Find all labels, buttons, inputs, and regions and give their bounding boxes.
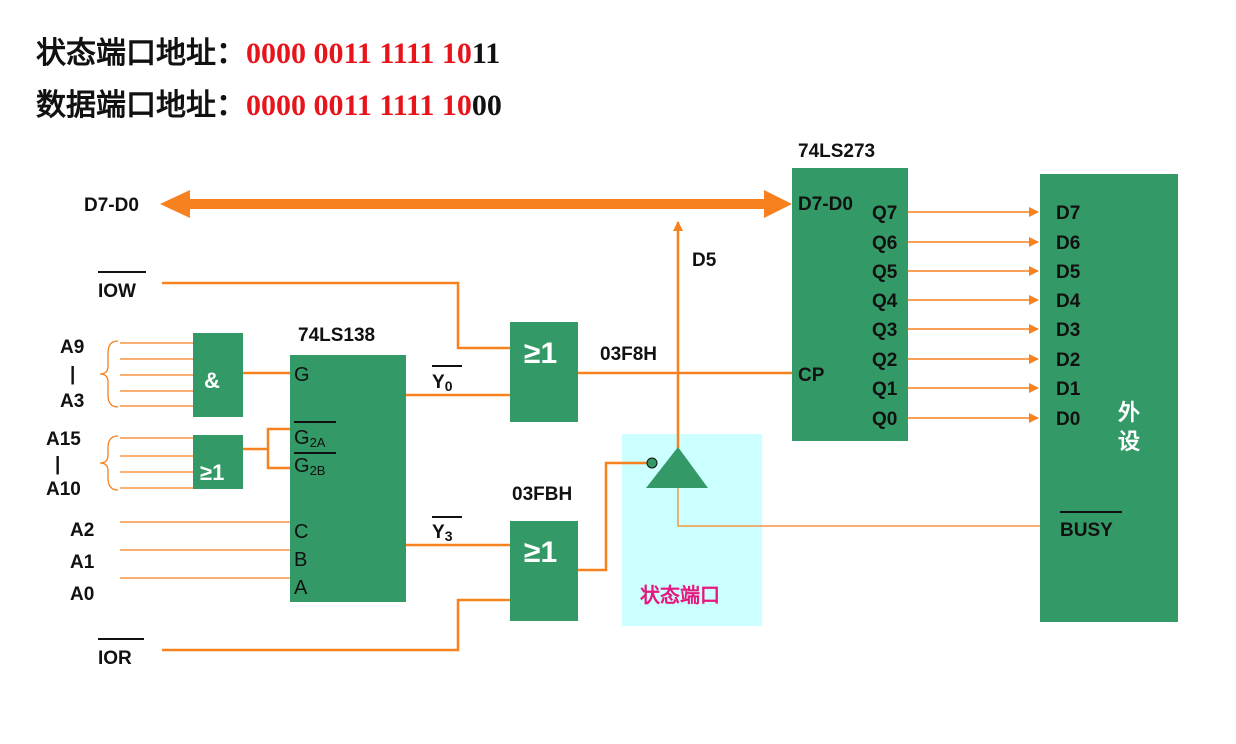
data-port-address-label: 数据端口地址： bbox=[36, 88, 246, 123]
latch-q1: Q1 bbox=[872, 379, 898, 400]
latch-q0: Q0 bbox=[872, 409, 897, 430]
decoder-title: 74LS138 bbox=[298, 325, 375, 346]
d5-label: D5 bbox=[692, 250, 717, 271]
data-port-address-red: 0000 0011 1111 10 bbox=[246, 89, 472, 122]
and-gate bbox=[193, 333, 243, 417]
a1-label: A1 bbox=[70, 552, 95, 573]
latch-q5: Q5 bbox=[872, 262, 898, 283]
latch-q6: Q6 bbox=[872, 233, 897, 254]
latch-q2: Q2 bbox=[872, 350, 897, 371]
latch-q4: Q4 bbox=[872, 291, 898, 312]
latch-q3: Q3 bbox=[872, 320, 897, 341]
latch-q7: Q7 bbox=[872, 203, 897, 224]
pin-c: C bbox=[294, 521, 308, 543]
pin-g2a: G2A bbox=[294, 427, 326, 450]
a9-label: A9 bbox=[60, 337, 84, 358]
periph-d0: D0 bbox=[1056, 409, 1080, 430]
a2-label: A2 bbox=[70, 520, 94, 541]
q-output-wires bbox=[908, 207, 1039, 423]
a15-a10-brace bbox=[99, 435, 119, 491]
periph-name-line2: 设 bbox=[1118, 430, 1140, 455]
or-gate-bottom bbox=[510, 521, 578, 621]
data-port-address-line: 数据端口地址：0000 0011 1111 1000 bbox=[36, 80, 502, 124]
periph-d6: D6 bbox=[1056, 233, 1080, 254]
or-to-g2a-wire bbox=[243, 427, 290, 451]
addr-03f8h-label: 03F8H bbox=[600, 344, 657, 365]
a0-label: A0 bbox=[70, 584, 94, 605]
a9-a3-bar: | bbox=[70, 364, 75, 385]
periph-d4: D4 bbox=[1056, 291, 1081, 312]
or-gate-small-label: ≥1 bbox=[200, 460, 224, 485]
latch-74ls273 bbox=[792, 168, 908, 441]
ior-wire bbox=[162, 598, 510, 652]
pin-g2b: G2B bbox=[294, 455, 325, 478]
iow-label: IOW bbox=[98, 281, 136, 302]
busy-label: BUSY bbox=[1060, 520, 1113, 541]
latch-clock-label: CP bbox=[798, 365, 825, 386]
pin-g: G bbox=[294, 364, 310, 386]
periph-d3: D3 bbox=[1056, 320, 1080, 341]
status-port-address-line: 状态端口地址：0000 0011 1111 1011 bbox=[36, 28, 500, 72]
a15-a10-bar: | bbox=[55, 454, 60, 475]
pin-a: A bbox=[294, 577, 308, 599]
status-port-label: 状态端口 bbox=[640, 583, 720, 607]
enable-wire bbox=[578, 461, 650, 572]
or-gate-bottom-label: ≥1 bbox=[524, 536, 557, 569]
and-gate-label: & bbox=[204, 368, 220, 393]
y0-label: Y0 bbox=[432, 372, 453, 394]
y3-label: Y3 bbox=[432, 522, 453, 544]
status-port-address-label: 状态端口地址： bbox=[36, 36, 246, 71]
databus-label: D7-D0 bbox=[84, 195, 139, 216]
a9-a3-brace bbox=[99, 340, 119, 408]
or-gate-top bbox=[510, 322, 578, 422]
decoder-74ls138 bbox=[290, 355, 406, 602]
addr-03fbh-label: 03FBH bbox=[512, 484, 572, 505]
periph-d7: D7 bbox=[1056, 203, 1080, 224]
or-gate-top-label: ≥1 bbox=[524, 337, 557, 370]
latch-input-label: D7-D0 bbox=[798, 194, 853, 215]
or-gate-small bbox=[193, 435, 243, 489]
busy-wire bbox=[677, 487, 1040, 527]
tristate-buffer bbox=[646, 447, 708, 488]
latch-title: 74LS273 bbox=[798, 141, 875, 162]
status-port-address-red: 0000 0011 1111 10 bbox=[246, 37, 472, 70]
pin-b: B bbox=[294, 549, 307, 571]
data-bus-arrow bbox=[160, 190, 792, 218]
wires bbox=[162, 221, 792, 652]
peripheral-block bbox=[1040, 174, 1178, 622]
ior-label: IOR bbox=[98, 648, 132, 669]
periph-d2: D2 bbox=[1056, 350, 1080, 371]
a3-label: A3 bbox=[60, 391, 84, 412]
a15-label: A15 bbox=[46, 429, 81, 450]
status-port-highlight bbox=[622, 434, 762, 626]
a10-label: A10 bbox=[46, 479, 81, 500]
periph-d1: D1 bbox=[1056, 379, 1081, 400]
address-wires bbox=[120, 342, 290, 579]
status-port-address-tail: 11 bbox=[471, 37, 501, 70]
or-to-g2b-wire bbox=[266, 449, 290, 470]
iow-wire bbox=[162, 281, 510, 350]
periph-d5: D5 bbox=[1056, 262, 1081, 283]
periph-name-line1: 外 bbox=[1118, 400, 1140, 426]
data-port-address-tail: 00 bbox=[471, 89, 502, 122]
buffer-enable-bubble bbox=[646, 457, 658, 469]
